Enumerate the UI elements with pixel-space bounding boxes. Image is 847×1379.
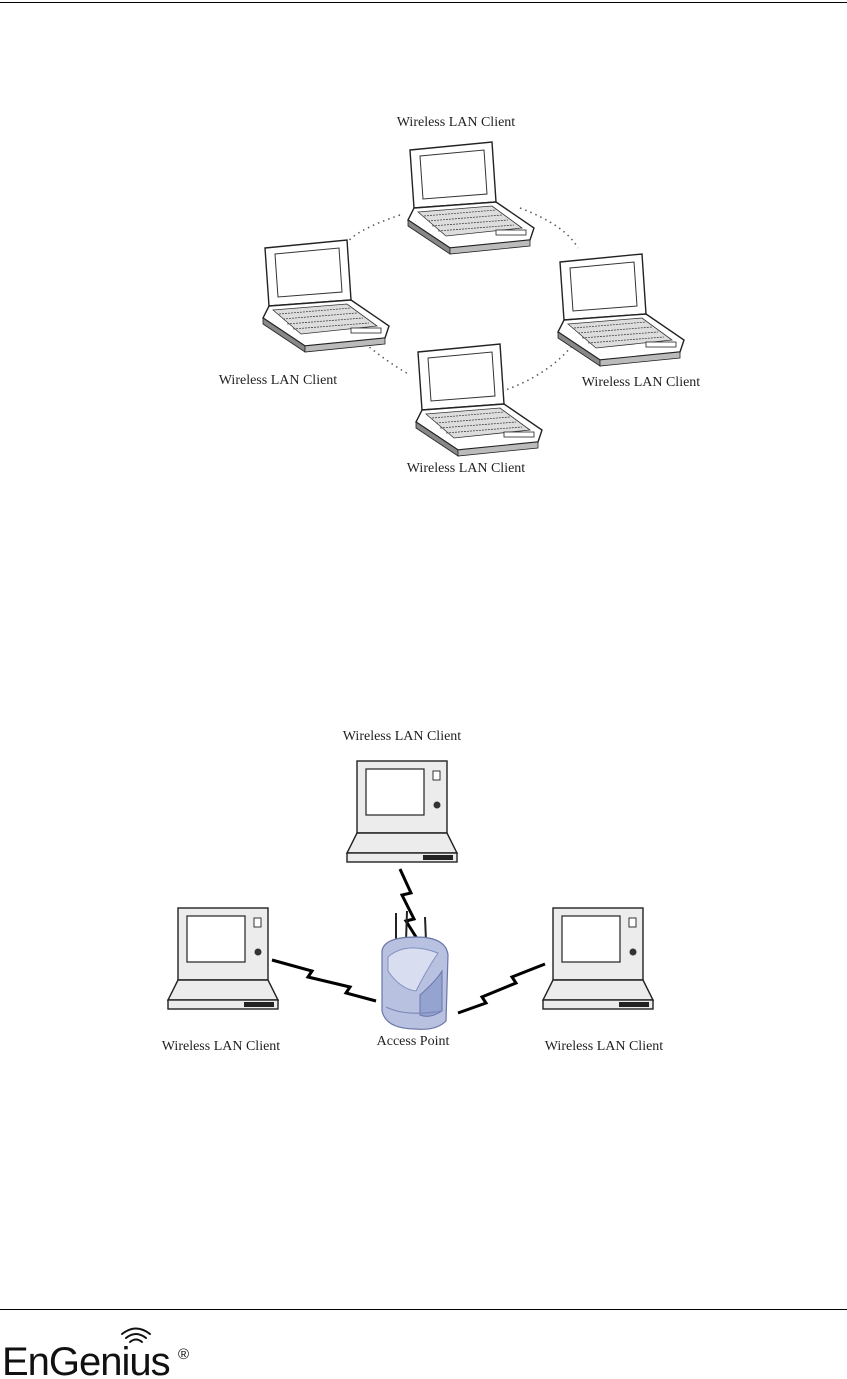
infrastructure-network-diagram: Wireless LAN Client Wireless LAN Client … — [0, 715, 847, 1060]
adhoc-label-bottom: Wireless LAN Client — [407, 461, 526, 476]
wireless-link-left — [272, 960, 376, 1001]
laptop-icon-bottom — [416, 344, 542, 456]
infra-label-top: Wireless LAN Client — [343, 729, 462, 744]
logo-text: EnGenius — [2, 1340, 170, 1379]
adhoc-label-right: Wireless LAN Client — [582, 375, 701, 390]
access-point-icon — [382, 911, 448, 1029]
laptop-icon-right — [558, 254, 684, 366]
laptop-icon-left — [263, 240, 389, 352]
infra-label-left: Wireless LAN Client — [162, 1039, 281, 1054]
footer-rule — [0, 1309, 847, 1310]
adhoc-label-left: Wireless LAN Client — [219, 373, 338, 388]
laptop-icon-left — [168, 908, 278, 1009]
laptop-icon-top — [408, 142, 534, 254]
adhoc-network-diagram: Wireless LAN Client Wireless LAN Client … — [0, 100, 847, 490]
infra-label-right: Wireless LAN Client — [545, 1039, 664, 1054]
wireless-link-right — [458, 964, 545, 1013]
link-top-left — [345, 215, 400, 245]
link-right-bottom — [500, 342, 575, 392]
laptop-icon-top — [347, 761, 457, 862]
infra-label-access-point: Access Point — [377, 1034, 450, 1049]
trademark-symbol: ® — [178, 1346, 189, 1363]
laptop-icon-right — [543, 908, 653, 1009]
wireless-link-top — [400, 869, 416, 937]
header-rule — [0, 2, 847, 3]
adhoc-label-top: Wireless LAN Client — [397, 115, 516, 130]
engenius-logo: EnGenius ® — [0, 1326, 220, 1379]
